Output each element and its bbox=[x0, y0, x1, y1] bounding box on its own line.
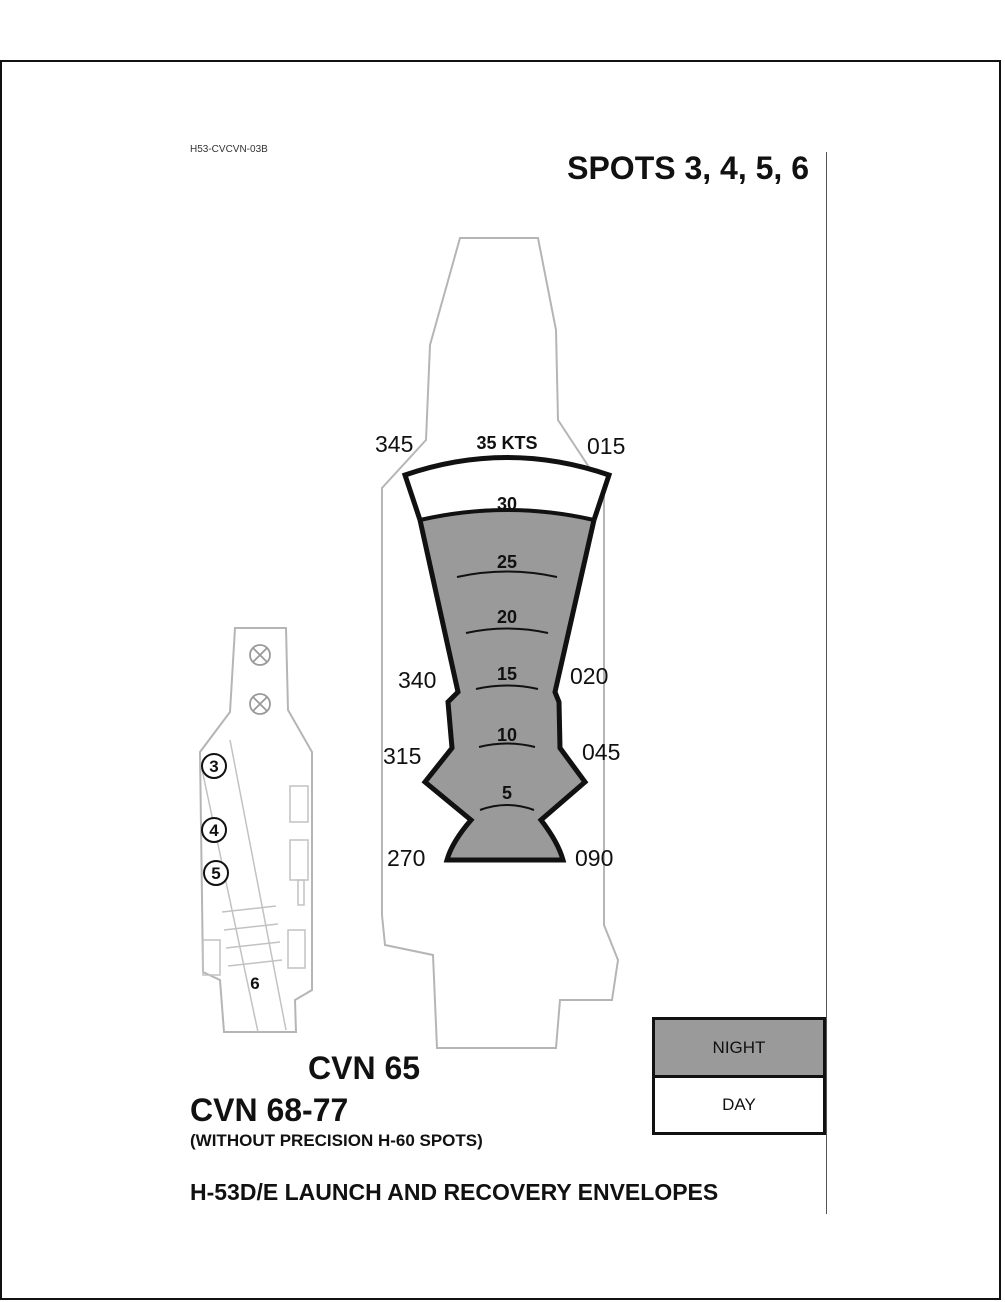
envelope-outline bbox=[401, 455, 613, 863]
bearing-270: 270 bbox=[387, 845, 425, 871]
bearing-045: 045 bbox=[582, 739, 620, 765]
large-ship-outline bbox=[381, 237, 620, 1049]
bearing-345: 345 bbox=[375, 431, 413, 457]
x-circle-icon bbox=[249, 693, 271, 715]
speed-label-15: 15 bbox=[497, 664, 517, 684]
spot-3-marker: 3 bbox=[201, 753, 227, 779]
ship-name-cvn68-77: CVN 68-77 bbox=[190, 1092, 349, 1128]
footer-title: H-53D/E LAUNCH AND RECOVERY ENVELOPES bbox=[190, 1179, 719, 1205]
arc-20-kts bbox=[465, 627, 549, 634]
spot-4-label: 4 bbox=[209, 821, 219, 840]
arc-25-kts bbox=[456, 570, 558, 578]
speed-label-25: 25 bbox=[497, 552, 517, 572]
legend-night: NIGHT bbox=[655, 1020, 823, 1078]
bearing-340: 340 bbox=[398, 667, 436, 693]
legend: NIGHT DAY bbox=[652, 1017, 826, 1135]
legend-day: DAY bbox=[655, 1078, 823, 1132]
small-ship-outline bbox=[198, 627, 313, 1033]
right-margin-line bbox=[826, 152, 827, 1214]
speed-label-30: 30 bbox=[497, 494, 517, 514]
spot-3-label: 3 bbox=[209, 757, 218, 776]
arc-15-kts bbox=[475, 684, 539, 690]
speed-label-35: 35 KTS bbox=[476, 433, 537, 453]
spots-title: SPOTS 3, 4, 5, 6 bbox=[567, 150, 809, 186]
small-ship-details bbox=[199, 739, 309, 1033]
ship-name-cvn65: CVN 65 bbox=[308, 1050, 421, 1086]
bearing-015: 015 bbox=[587, 433, 625, 459]
day-region bbox=[405, 457, 609, 520]
bearing-090: 090 bbox=[575, 845, 613, 871]
spot-6-label: 6 bbox=[250, 974, 259, 993]
arc-30-kts bbox=[419, 508, 595, 522]
spot-5-marker: 5 bbox=[203, 860, 229, 886]
arc-5-kts bbox=[479, 804, 535, 811]
spot-4-marker: 4 bbox=[201, 817, 227, 843]
document-code: H53-CVCVN-03B bbox=[190, 144, 268, 155]
x-circle-icon bbox=[249, 644, 271, 666]
speed-label-20: 20 bbox=[497, 607, 517, 627]
speed-label-10: 10 bbox=[497, 725, 517, 745]
bearing-315: 315 bbox=[383, 743, 421, 769]
bearing-020: 020 bbox=[570, 663, 608, 689]
precision-spots-note: (WITHOUT PRECISION H-60 SPOTS) bbox=[190, 1131, 483, 1150]
speed-label-5: 5 bbox=[502, 783, 512, 803]
arc-10-kts bbox=[478, 742, 536, 748]
spot-5-label: 5 bbox=[211, 864, 220, 883]
page-border bbox=[0, 60, 1001, 1300]
